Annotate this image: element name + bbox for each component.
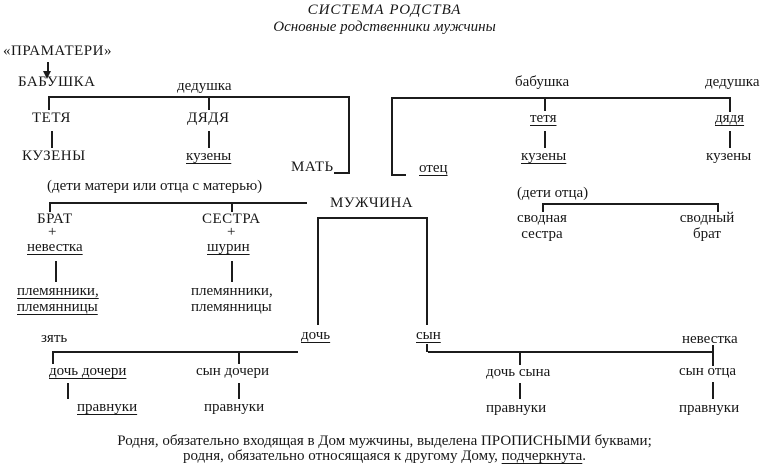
node-sister: СЕСТРА xyxy=(202,211,261,227)
node-father: отец xyxy=(419,160,448,176)
brother-children-vline xyxy=(55,261,57,282)
left-aunt-cousins-vline xyxy=(51,131,53,148)
right-aunt-cousins-vline xyxy=(544,131,546,148)
node-great-grandchildren-1: правнуки xyxy=(77,399,138,415)
great-grandchildren-vline-3 xyxy=(519,383,521,399)
node-sons-daughter: дочь сына xyxy=(486,364,551,380)
node-aunt-maternal: ТЕТЯ xyxy=(32,110,71,126)
node-cousins-maternal-2: кузены xyxy=(186,148,232,164)
father-children-hline xyxy=(542,203,719,205)
node-daughters-son: сын дочери xyxy=(196,363,269,379)
mother-elbow-line xyxy=(334,172,350,174)
node-daughters-daughter: дочь дочери xyxy=(49,363,127,379)
right-uncle-cousins-vline xyxy=(729,131,731,148)
footnote-line-2-suffix: . xyxy=(582,448,587,464)
father-vline xyxy=(391,97,393,175)
daughters-son-drop-line xyxy=(238,351,240,364)
plus-sign-sister: + xyxy=(227,224,236,240)
node-grandfather-paternal: дедушка xyxy=(705,74,760,90)
node-pramateri: «ПРАМАТЕРИ» xyxy=(3,43,112,59)
footnote-line-2: родня, обязательно относящаяся к другому… xyxy=(0,448,769,465)
node-grandfather-maternal: дедушка xyxy=(177,78,232,94)
node-great-grandchildren-3: правнуки xyxy=(486,400,547,416)
mother-vline xyxy=(348,96,350,173)
son-connector-vline xyxy=(426,344,428,352)
node-sons-son: сын отца xyxy=(679,363,737,379)
node-brother: БРАТ xyxy=(37,211,73,227)
node-nephews-nieces-1: племянники, племянницы xyxy=(17,283,99,315)
arrow-shaft-line xyxy=(47,62,49,72)
left-grandparents-hline xyxy=(48,96,350,98)
node-daughter-in-law-right: невестка xyxy=(682,331,738,347)
node-stepsister: сводная сестра xyxy=(517,210,567,242)
node-aunt-paternal: тетя xyxy=(530,110,557,126)
sons-daughter-drop-line xyxy=(519,351,521,365)
son-vline xyxy=(426,217,428,325)
node-cousins-paternal-1: кузены xyxy=(521,148,567,164)
left-aunt-drop-line xyxy=(48,96,50,110)
plus-sign-brother: + xyxy=(48,224,57,240)
node-grandmother-maternal: БАБУШКА xyxy=(18,74,96,90)
great-grandchildren-vline-4 xyxy=(712,382,714,399)
node-uncle-maternal: ДЯДЯ xyxy=(187,110,230,126)
son-children-hline xyxy=(428,351,713,353)
node-cousins-paternal-2: кузены xyxy=(706,148,752,164)
node-brother-in-law: шурин xyxy=(207,239,250,255)
great-grandchildren-vline-1 xyxy=(67,383,69,399)
father-elbow-line xyxy=(391,174,406,176)
note-mothers-children: (дети матери или отца с матерью) xyxy=(47,178,263,194)
node-son: сын xyxy=(416,327,441,343)
footnote-line-2-prefix: родня, обязательно относящаяся к другому… xyxy=(182,448,502,464)
node-great-grandchildren-4: правнуки xyxy=(679,400,740,416)
node-son-in-law: зять xyxy=(41,330,68,346)
daughters-daughter-drop-line xyxy=(52,351,54,364)
page-title: СИСТЕМА РОДСТВА xyxy=(307,2,462,18)
left-uncle-drop-line xyxy=(208,96,210,110)
daughter-children-hline xyxy=(52,351,298,353)
node-sister-in-law-left: невестка xyxy=(27,239,83,255)
left-uncle-cousins-vline xyxy=(208,131,210,148)
right-grandparents-hline xyxy=(391,97,731,99)
node-great-grandchildren-2: правнуки xyxy=(204,399,265,415)
right-aunt-drop-line xyxy=(544,97,546,111)
siblings-hline xyxy=(49,202,307,204)
brother-drop-line xyxy=(49,202,51,212)
right-uncle-drop-line xyxy=(729,97,731,112)
node-uncle-paternal: дядя xyxy=(715,110,745,126)
note-fathers-children: (дети отца) xyxy=(517,185,589,201)
footnote-line-2-underlined-word: подчеркнута xyxy=(501,448,583,464)
great-grandchildren-vline-2 xyxy=(238,383,240,399)
node-grandmother-paternal: бабушка xyxy=(515,74,570,90)
page-subtitle: Основные родственники мужчины xyxy=(273,19,496,35)
sister-children-vline xyxy=(231,261,233,282)
sister-drop-line xyxy=(231,202,233,212)
node-cousins-maternal-1: КУЗЕНЫ xyxy=(22,148,86,164)
down-arrow-icon xyxy=(43,71,51,79)
node-man: МУЖЧИНА xyxy=(330,195,414,211)
man-children-hline xyxy=(317,217,428,219)
node-stepbrother: сводный брат xyxy=(679,210,735,242)
node-nephews-nieces-2: племянники, племянницы xyxy=(191,283,273,315)
stepsister-drop-line xyxy=(542,203,544,212)
stepbrother-drop-line xyxy=(717,203,719,212)
footnote-line-1: Родня, обязательно входящая в Дом мужчин… xyxy=(117,433,652,449)
node-mother: МАТЬ xyxy=(291,159,334,175)
node-daughter: дочь xyxy=(301,327,331,343)
daughter-in-law-vline xyxy=(712,345,714,366)
daughter-vline xyxy=(317,217,319,325)
